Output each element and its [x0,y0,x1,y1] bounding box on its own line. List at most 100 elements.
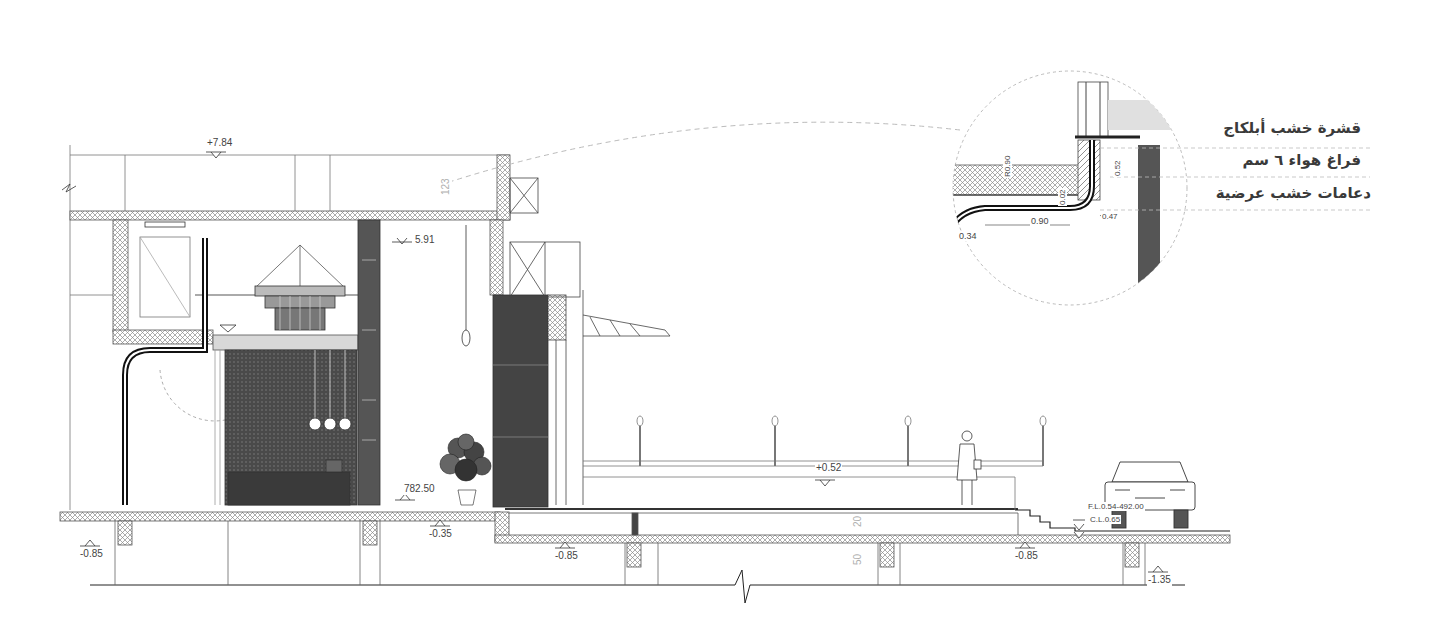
detail-section [950,140,1092,230]
level-label: F.L.0.54-492.00 [1087,502,1145,511]
person-figure [974,460,981,469]
detail-callout [440,122,960,185]
level-label: 782.50 [403,483,436,495]
air-duct [125,238,205,505]
level-markers [430,520,450,526]
interior-elements [215,220,548,507]
level-markers [80,540,100,546]
building-shell [145,222,185,227]
facade [510,242,545,297]
material-label: فراغ هواء ٦ سم [1241,152,1362,169]
ground-slab [880,543,894,567]
interior-elements [280,296,320,330]
facade [510,178,670,505]
facade [510,178,538,213]
ground-slab [363,521,377,545]
plant [458,434,474,450]
interior-elements [315,350,345,418]
detail-section [1086,82,1100,137]
car [1174,510,1188,528]
facade [590,317,640,336]
level-markers [555,542,575,548]
interior-elements [309,418,321,430]
detail-section [950,140,1092,230]
building-shell [62,184,76,192]
terrace-railing [583,477,1015,510]
person-figure [962,431,972,441]
building-shell [140,237,190,317]
dimension-label: 123 [440,177,452,196]
level-markers [206,152,226,158]
interior-elements [225,350,357,505]
building-shell [70,211,510,220]
level-label: +0.52 [815,462,842,474]
interior-elements [228,472,350,505]
terrace-railing [583,416,1046,510]
ground-slab [495,535,1230,543]
building-shell [113,220,128,332]
level-markers [815,480,835,486]
interior-elements [466,225,467,330]
car [1112,462,1188,482]
building-shell [62,145,510,510]
level-markers [220,325,236,332]
building-shell [490,220,503,295]
interior-elements [462,330,470,346]
building-shell [213,335,358,350]
interior-elements [358,220,380,505]
dimension-label: 0.47 [1101,212,1119,221]
facade [510,178,538,213]
detail-section [1108,100,1178,130]
facade [510,242,580,297]
level-label: -0.85 [79,548,104,560]
car [1115,490,1185,498]
ground-slab [60,512,500,521]
interior-elements [339,418,351,430]
interior-elements [326,460,342,472]
material-label: دعامات خشب عرضية [1215,185,1372,202]
dimension-label: 0.34 [958,231,978,241]
level-label: -0.85 [1014,550,1039,562]
material-label: قشرة خشب أبلكاج [1222,120,1362,137]
interior-elements [362,260,376,440]
ground-slab [627,543,641,567]
person-figure [957,431,981,505]
plant [458,490,476,505]
ground-slab [118,521,132,545]
building-shell [140,237,190,317]
level-label: +7.84 [206,137,233,149]
ground-slab [505,508,1018,510]
building-shell [113,330,213,344]
facade [556,290,583,505]
level-label: -0.35 [428,528,453,540]
air-duct [125,238,205,505]
ground-slab [90,570,1185,603]
interior-elements [215,350,220,505]
terrace-railing [772,416,778,426]
building-shell [497,155,510,220]
ground-slab [509,513,1018,535]
ground-slab [60,509,1230,603]
interior-elements [324,418,336,430]
ground-slab [1125,543,1139,567]
interior-elements [255,245,345,288]
level-markers [395,494,415,500]
level-markers [392,238,412,244]
dimension-label: 50 [852,553,864,566]
facade [583,315,670,336]
ground-slab [1015,510,1230,531]
detail-section [1078,82,1108,137]
level-label: -0.85 [554,550,579,562]
level-markers [1073,520,1085,538]
level-markers [1015,542,1035,548]
terrace-railing [1040,416,1046,426]
plant [440,434,491,505]
terrace-railing [905,416,911,426]
facade [548,295,566,340]
level-label: -1.35 [1147,574,1172,586]
dimension-label: 0.02 [1058,188,1067,206]
air-duct [125,238,225,505]
